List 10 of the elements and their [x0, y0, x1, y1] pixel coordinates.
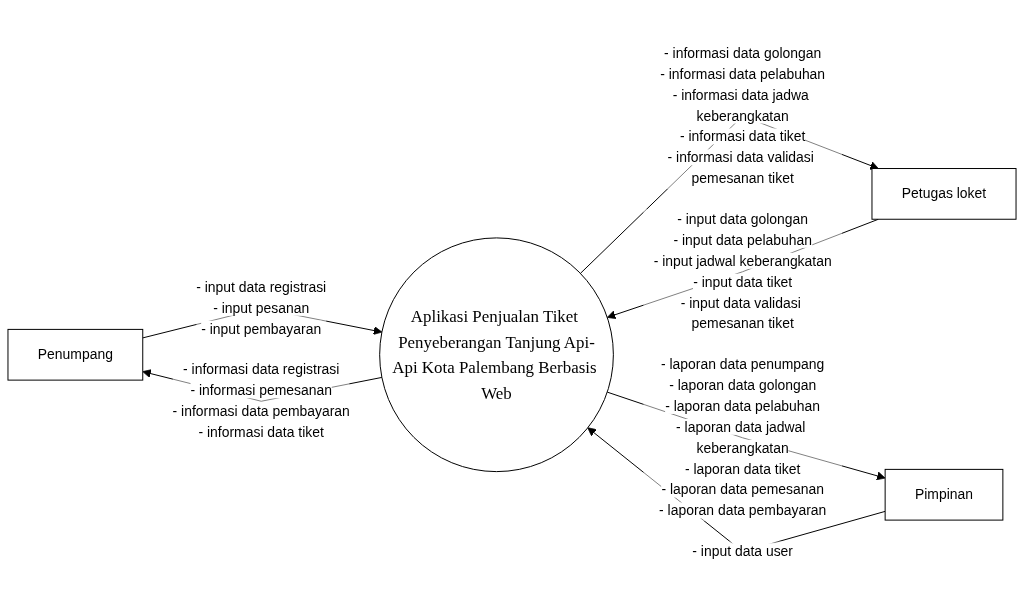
node-box: Pimpinan — [884, 469, 1004, 522]
edge-label: - informasi data golongan - informasi data pelabuhan - informasi data jadwa keberangkatan - informasi data tiket - informasi data validasi pemesanan tiket — [660, 45, 826, 187]
edge-label: - informasi data registrasi - informasi pemesanan - informasi data pembayaran - informasi data tiket — [172, 361, 350, 441]
node-box: Petugas loket — [871, 168, 1017, 221]
edge-label: - laporan data penumpang - laporan data golongan - laporan data pelabuhan - laporan data jadwal keberangkatan - laporan data tiket - laporan data pemesanan - laporan data pembayaran — [659, 356, 827, 519]
edge-label: - input data golongan - input data pelabuhan - input jadwal keberangkatan - input data tiket - input data validasi pemesanan tiket — [653, 211, 832, 332]
edge-label: - input data user — [692, 543, 793, 560]
node-circle: Aplikasi Penjualan Tiket Penyeberangan Tanjung Api-Api Kota Palembang Berbasis Web — [379, 237, 614, 473]
node-box: Penumpang — [7, 329, 144, 382]
edge-label: - input data registrasi - input pesanan - input pembayaran — [196, 279, 327, 338]
